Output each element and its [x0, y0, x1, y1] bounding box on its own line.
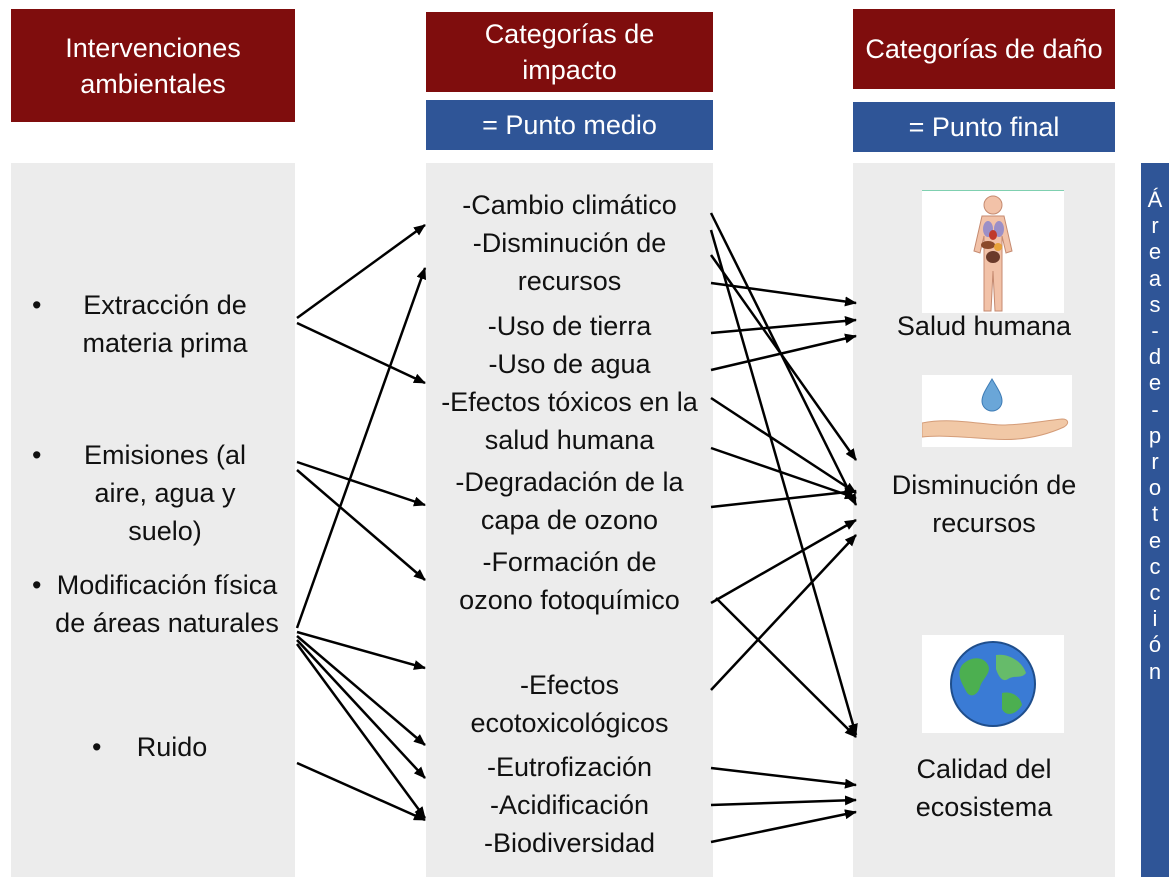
bullet-icon: • [32, 440, 42, 470]
endpoint-banner: = Punto final [853, 102, 1115, 152]
arrow [296, 460, 426, 507]
arrow [710, 281, 857, 307]
arrow [710, 518, 857, 605]
damage-category-item: Salud humana [896, 311, 1072, 341]
midpoint-banner: = Punto medio [426, 100, 713, 150]
bullet-icon: • [92, 732, 102, 762]
arrow [296, 223, 426, 320]
arrow [710, 446, 857, 500]
arrow [295, 643, 427, 819]
arrow [296, 761, 426, 822]
header-interventions: Intervenciones ambientales [11, 9, 295, 122]
arrow [710, 396, 857, 495]
arrow [295, 267, 427, 629]
hand-water-drop-icon [921, 375, 1072, 447]
arrow [710, 766, 857, 789]
arrow [296, 635, 426, 746]
bullet-icon: • [32, 570, 42, 600]
damage-category-item: Calidad del ecosistema [915, 754, 1053, 822]
impact-category-item: -Cambio climático [462, 190, 677, 220]
impact-category-item: -Degradación de la capa de ozono [455, 467, 684, 535]
midpoint-label: = Punto medio [482, 109, 657, 140]
arrow [296, 630, 426, 670]
header-impact-label: Categorías de impacto [484, 19, 655, 85]
impact-category-item: -Uso de tierra [487, 311, 652, 341]
arrow [296, 469, 426, 581]
bullet-icon: • [32, 290, 42, 320]
impact-category-item: -Efectos tóxicos en la salud humana [441, 387, 698, 455]
arrow [710, 316, 857, 335]
intervention-label: Extracción de materia prima [82, 290, 248, 358]
impact-category-item: -Efectos ecotoxicológicos [470, 670, 669, 738]
impact-category-item: -Eutrofización [486, 752, 653, 782]
arrow [710, 795, 857, 807]
header-impact-categories: Categorías de impacto [426, 12, 713, 92]
intervention-item: • Modificación física de áreas naturales [32, 566, 282, 642]
intervention-label: Ruido [136, 732, 208, 762]
intervention-item: • Ruido [92, 728, 232, 766]
intervention-item: • Emisiones (al aire, agua y suelo) [32, 436, 272, 550]
intervention-label: Emisiones (al aire, agua y suelo) [83, 440, 247, 546]
arrow [710, 809, 857, 844]
endpoint-label: = Punto final [908, 111, 1060, 142]
interventions-panel [11, 163, 295, 877]
arrow [709, 254, 858, 461]
impact-panel [426, 163, 713, 877]
earth-globe-icon [922, 635, 1064, 733]
arrow [709, 229, 858, 736]
intervention-label: Modificación física de áreas naturales [55, 570, 279, 638]
arrow [715, 597, 857, 738]
arrow [710, 487, 857, 509]
arrow [710, 333, 857, 372]
impact-category-item: -Biodiversidad [483, 828, 656, 858]
impact-category-item: -Disminución de recursos [472, 228, 667, 296]
arrow [296, 321, 426, 385]
human-anatomy-icon [922, 190, 1064, 313]
damage-category-item: Disminución de recursos [891, 470, 1077, 538]
header-damage-label: Categorías de daño [865, 34, 1103, 64]
impact-category-item: -Uso de agua [488, 349, 651, 379]
arrow [710, 534, 857, 691]
impact-category-item: -Acidificación [489, 790, 650, 820]
arrow [296, 639, 426, 779]
impact-category-item: -Formación de ozono fotoquímico [459, 547, 680, 615]
header-damage-categories: Categorías de daño [853, 9, 1115, 89]
intervention-item: • Extracción de materia prima [32, 286, 272, 362]
header-interventions-label: Intervenciones ambientales [65, 32, 241, 99]
